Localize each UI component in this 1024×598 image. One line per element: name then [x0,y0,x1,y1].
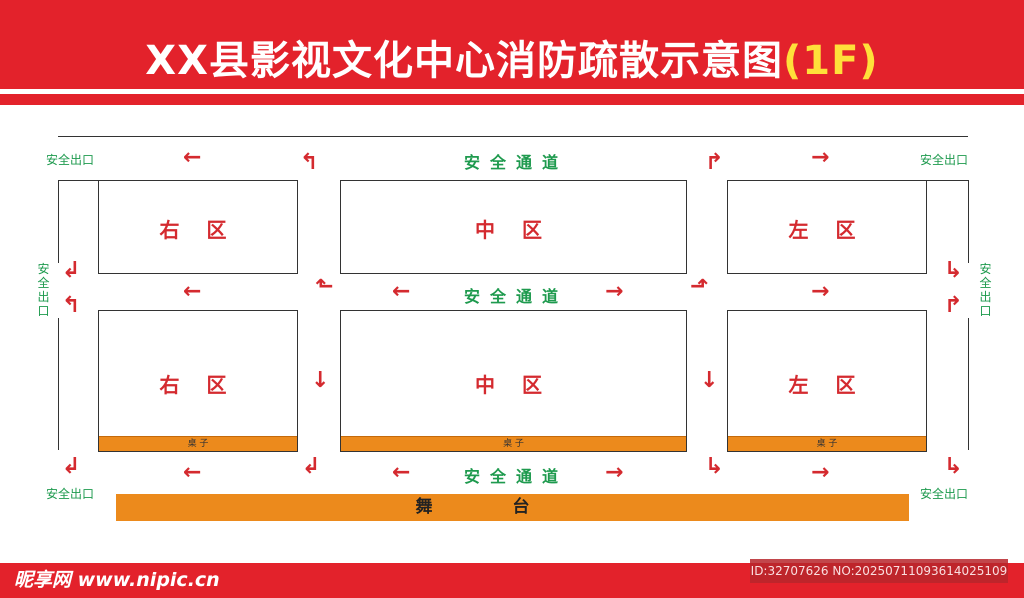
exit-label: 安全出口 [46,487,95,501]
stage: 舞台 [116,494,909,521]
arrow-left-icon: ← [183,279,202,304]
exit-label: 安全出口 [979,262,992,318]
arrow-turn-up-left-icon: ↰ [62,293,81,318]
floor-label: (1F) [782,38,879,84]
top-wall [58,136,968,137]
zone-label: 左 区 [788,218,866,242]
arrow-turn-down-left-icon: ↲ [62,454,81,479]
zone-center-top: 中 区 [340,180,687,274]
exit-label: 安全出口 [46,153,95,167]
exit-label: 安全出口 [920,487,969,501]
zone-left-top: 左 区 [727,180,927,274]
left-wall [58,318,59,450]
zone-left-bottom: 左 区桌 子 [727,310,927,452]
arrow-turn-down-right-icon: ↳ [944,258,963,283]
page-title: XX县影视文化中心消防疏散示意图(1F) [0,28,1024,86]
exit-label: 安全出口 [37,262,50,318]
arrow-turn-up-right-icon: ↱ [944,293,963,318]
zone-label: 左 区 [788,373,866,397]
table-strip: 桌 子 [99,436,297,451]
watermark-logo: 昵享网 www.nipic.cn [14,569,220,591]
right-wall [968,180,969,263]
arrow-right-icon: → [811,460,830,485]
exit-label: 安全出口 [920,153,969,167]
arrow-right-icon: → [811,145,830,170]
table-strip: 桌 子 [341,436,686,451]
table-strip: 桌 子 [728,436,926,451]
wall [926,180,968,181]
left-wall [58,180,59,263]
arrow-right-icon: → [605,460,624,485]
zone-right-top: 右 区 [98,180,298,274]
zone-right-bottom: 右 区桌 子 [98,310,298,452]
zone-label: 中 区 [475,218,552,242]
title-text: XX县影视文化中心消防疏散示意图 [145,38,783,84]
arrow-turn-up-icon: ⬑ [315,274,334,299]
arrow-left-icon: ← [392,460,411,485]
arrow-down-icon: ↓ [700,368,719,393]
arrow-turn-up-icon: ⬏ [690,274,709,299]
aisle-label: 安全通道 [464,467,569,486]
zone-label: 右 区 [159,373,237,397]
arrow-left-icon: ← [183,460,202,485]
header-stripe [0,94,1024,105]
zone-center-bottom: 中 区桌 子 [340,310,687,452]
arrow-turn-up-right-icon: ↱ [705,150,724,175]
zone-label: 右 区 [159,218,237,242]
arrow-right-icon: → [811,279,830,304]
header-band [0,0,1024,89]
right-wall [968,318,969,450]
arrow-turn-down-right-icon: ↳ [944,454,963,479]
image-id: ID:32707626 NO:20250711093614025109 [750,559,1008,583]
arrow-turn-up-left-icon: ↰ [300,150,319,175]
arrow-turn-down-left-icon: ↲ [62,258,81,283]
zone-label: 中 区 [475,373,552,397]
arrow-left-icon: ← [392,279,411,304]
aisle-label: 安全通道 [464,153,569,172]
arrow-turn-down-right-icon: ↳ [705,454,724,479]
arrow-left-icon: ← [183,145,202,170]
arrow-turn-down-left-icon: ↲ [302,454,321,479]
arrow-right-icon: → [605,279,624,304]
aisle-label: 安全通道 [464,287,569,306]
wall [58,180,98,181]
arrow-down-icon: ↓ [311,368,330,393]
